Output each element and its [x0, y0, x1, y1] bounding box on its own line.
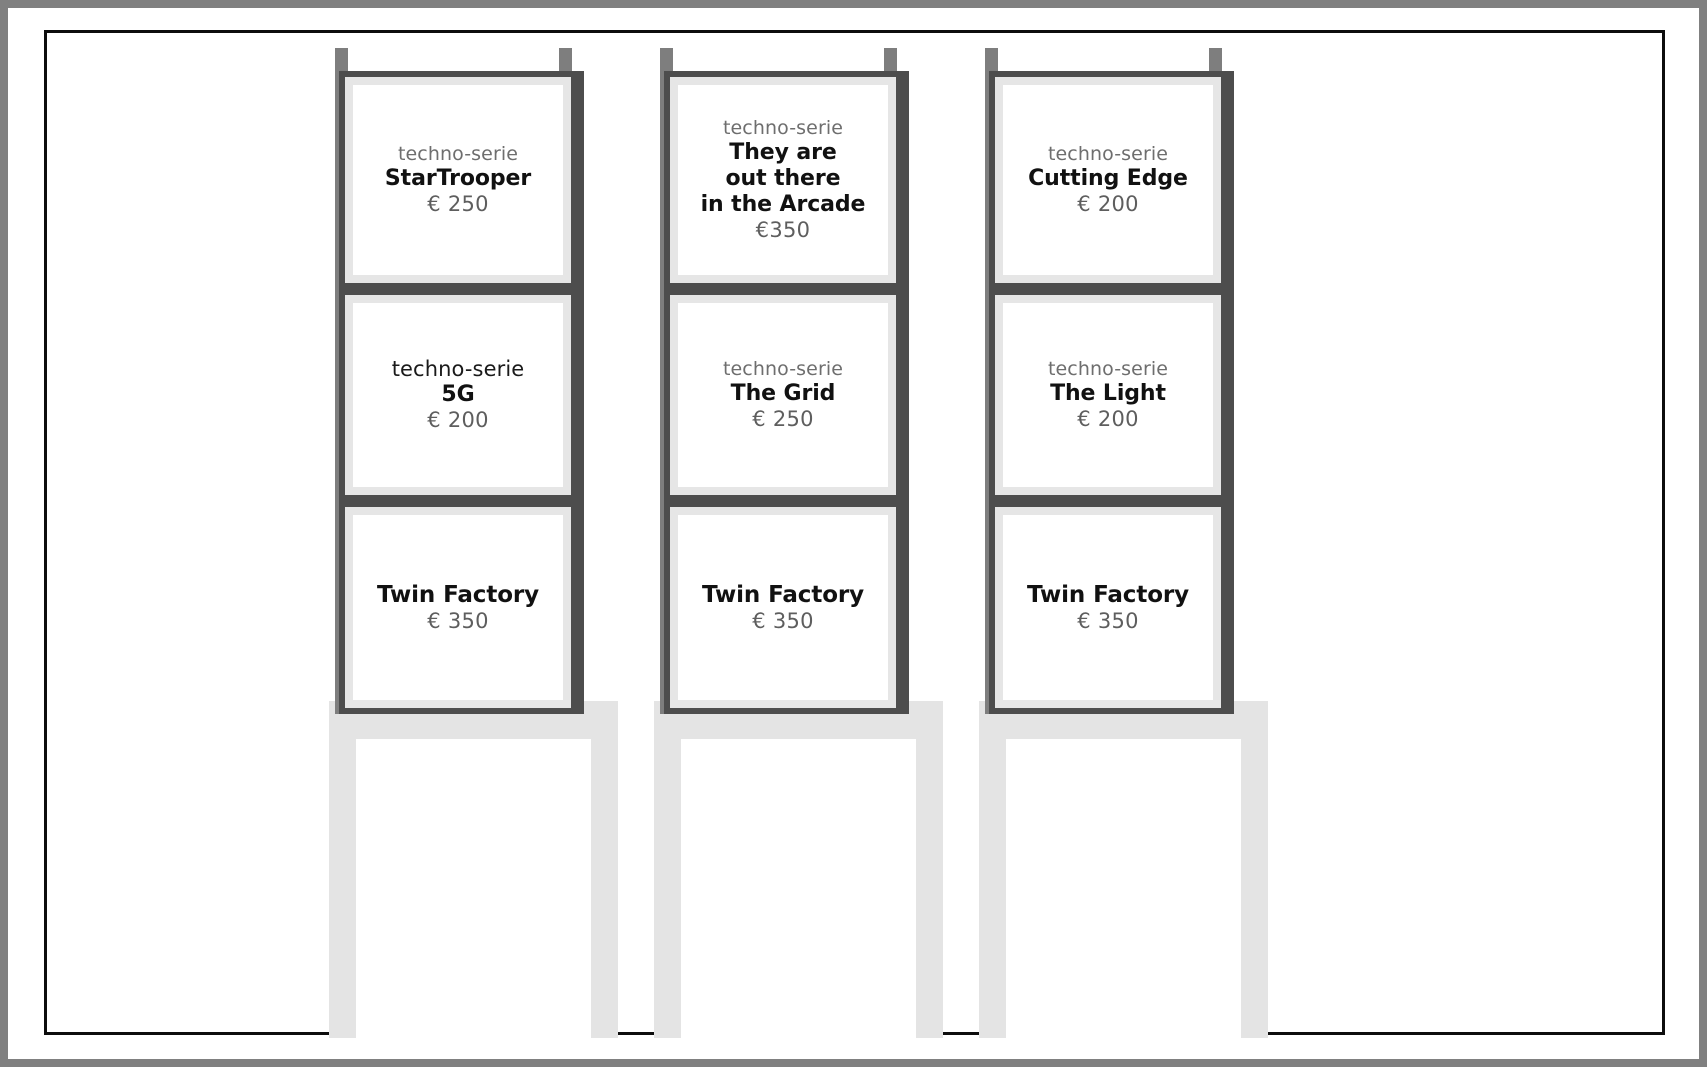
serie-label: techno-serie	[1047, 358, 1169, 381]
sign-board[interactable]: Twin Factory € 350	[989, 501, 1227, 714]
board-title: Twin Factory	[1027, 582, 1189, 609]
title-line: StarTrooper	[384, 165, 532, 191]
serie-label: techno-serie	[722, 358, 844, 381]
board-mat: Twin Factory € 350	[995, 507, 1221, 708]
sign-board[interactable]: techno-serie 5G € 200	[339, 289, 577, 501]
board-face: Twin Factory € 350	[678, 515, 888, 700]
board-mat: techno-serie The Grid € 250	[670, 295, 896, 495]
title-line: in the Arcade	[700, 191, 866, 217]
serie-label: techno-serie	[722, 117, 844, 140]
board-face: techno-serie Cutting Edge € 200	[1003, 85, 1213, 275]
totem-base	[329, 701, 618, 1038]
board-price: € 350	[1077, 608, 1139, 633]
base-cutout	[1006, 739, 1241, 1038]
totem-2[interactable]: techno-serie They are out there in the A…	[654, 33, 974, 1038]
board-price: € 200	[427, 407, 489, 432]
board-title: The Grid	[731, 381, 836, 407]
title-line: The Light	[1050, 380, 1166, 406]
sign-board[interactable]: techno-serie The Light € 200	[989, 289, 1227, 501]
title-line: The Grid	[730, 380, 836, 406]
title-line: Twin Factory	[376, 581, 540, 608]
serie-label: techno-serie	[391, 357, 525, 382]
board-price: €350	[755, 217, 811, 242]
board-price: € 250	[427, 191, 489, 216]
board-mat: techno-serie 5G € 200	[345, 295, 571, 495]
title-line: Twin Factory	[1026, 581, 1190, 608]
board-face: techno-serie The Light € 200	[1003, 303, 1213, 487]
board-face: techno-serie StarTrooper € 250	[353, 85, 563, 275]
title-line: Twin Factory	[701, 581, 865, 608]
board-price: € 200	[1077, 406, 1139, 431]
base-cutout	[356, 739, 591, 1038]
board-title: Twin Factory	[702, 582, 864, 609]
board-face: techno-serie The Grid € 250	[678, 303, 888, 487]
board-mat: techno-serie Cutting Edge € 200	[995, 77, 1221, 283]
totem-3[interactable]: techno-serie Cutting Edge € 200 techno-s…	[979, 33, 1299, 1038]
board-title: The Light	[1050, 381, 1166, 407]
board-mat: techno-serie StarTrooper € 250	[345, 77, 571, 283]
sign-board[interactable]: techno-serie The Grid € 250	[664, 289, 902, 501]
sign-board[interactable]: Twin Factory € 350	[664, 501, 902, 714]
board-title: They are out there in the Arcade	[701, 140, 866, 218]
title-line: out there	[725, 165, 841, 191]
base-cutout	[681, 739, 916, 1038]
board-mat: techno-serie The Light € 200	[995, 295, 1221, 495]
board-title: Cutting Edge	[1028, 166, 1188, 192]
board-mat: Twin Factory € 350	[345, 507, 571, 708]
totem-base	[979, 701, 1268, 1038]
board-mat: Twin Factory € 350	[670, 507, 896, 708]
serie-label: techno-serie	[1047, 143, 1169, 166]
board-price: € 350	[427, 608, 489, 633]
sign-board[interactable]: techno-serie They are out there in the A…	[664, 71, 902, 289]
totem-1[interactable]: techno-serie StarTrooper € 250 techno-se…	[329, 33, 649, 1038]
title-line: 5G	[441, 382, 475, 408]
board-price: € 250	[752, 406, 814, 431]
board-title: StarTrooper	[385, 166, 531, 192]
serie-label: techno-serie	[397, 143, 519, 166]
title-line: Cutting Edge	[1028, 165, 1188, 191]
sign-board[interactable]: techno-serie StarTrooper € 250	[339, 71, 577, 289]
board-price: € 200	[1077, 191, 1139, 216]
sign-board[interactable]: Twin Factory € 350	[339, 501, 577, 714]
canvas: techno-serie StarTrooper € 250 techno-se…	[8, 8, 1699, 1059]
title-line: They are	[729, 139, 837, 165]
sign-board[interactable]: techno-serie Cutting Edge € 200	[989, 71, 1227, 289]
board-price: € 350	[752, 608, 814, 633]
board-mat: techno-serie They are out there in the A…	[670, 77, 896, 283]
board-face: techno-serie 5G € 200	[353, 303, 563, 487]
board-face: Twin Factory € 350	[1003, 515, 1213, 700]
board-face: Twin Factory € 350	[353, 515, 563, 700]
board-title: 5G	[441, 382, 474, 408]
totem-base	[654, 701, 943, 1038]
board-title: Twin Factory	[377, 582, 539, 609]
board-face: techno-serie They are out there in the A…	[678, 85, 888, 275]
artboard-frame: techno-serie StarTrooper € 250 techno-se…	[44, 30, 1665, 1038]
